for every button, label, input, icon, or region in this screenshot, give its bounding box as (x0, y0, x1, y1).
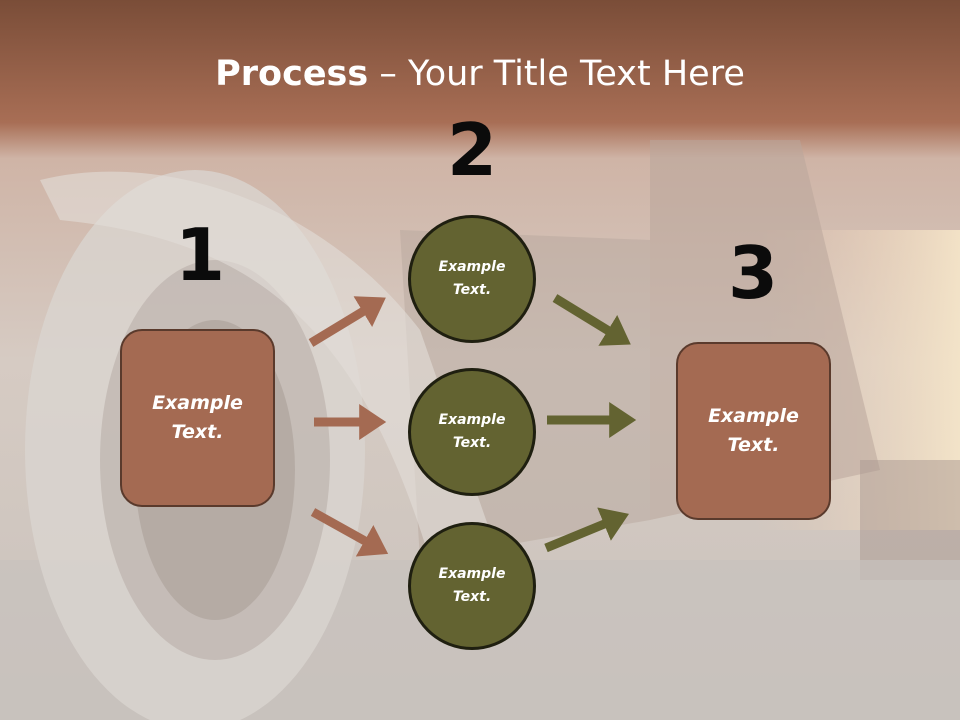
step-2-circle-middle[interactable]: Example Text. (408, 368, 536, 496)
step-number-2: 2 (446, 108, 498, 192)
step-2-circle-bottom[interactable]: Example Text. (408, 522, 536, 650)
step-number-1: 1 (174, 213, 226, 297)
step-3-text: Example Text. (708, 405, 799, 456)
arrow-right-down-icon (310, 508, 389, 557)
step-number-3: 3 (727, 231, 779, 315)
step-1-text: Example Text. (152, 392, 243, 443)
arrow-right-down-icon (552, 294, 631, 346)
arrow-right-up-icon (308, 296, 386, 347)
step-1-box[interactable]: Example Text. (120, 329, 275, 507)
step-3-box[interactable]: Example Text. (676, 342, 831, 520)
slide-title: Process – Your Title Text Here (0, 52, 960, 96)
title-rest: – Your Title Text Here (368, 54, 745, 94)
step-2-circle-top[interactable]: Example Text. (408, 215, 536, 343)
circle-middle-text: Example Text. (438, 412, 506, 451)
circle-bottom-text: Example Text. (438, 566, 506, 605)
arrow-right-up-icon (544, 507, 629, 553)
circle-top-text: Example Text. (438, 259, 506, 298)
title-bold: Process (215, 54, 369, 94)
